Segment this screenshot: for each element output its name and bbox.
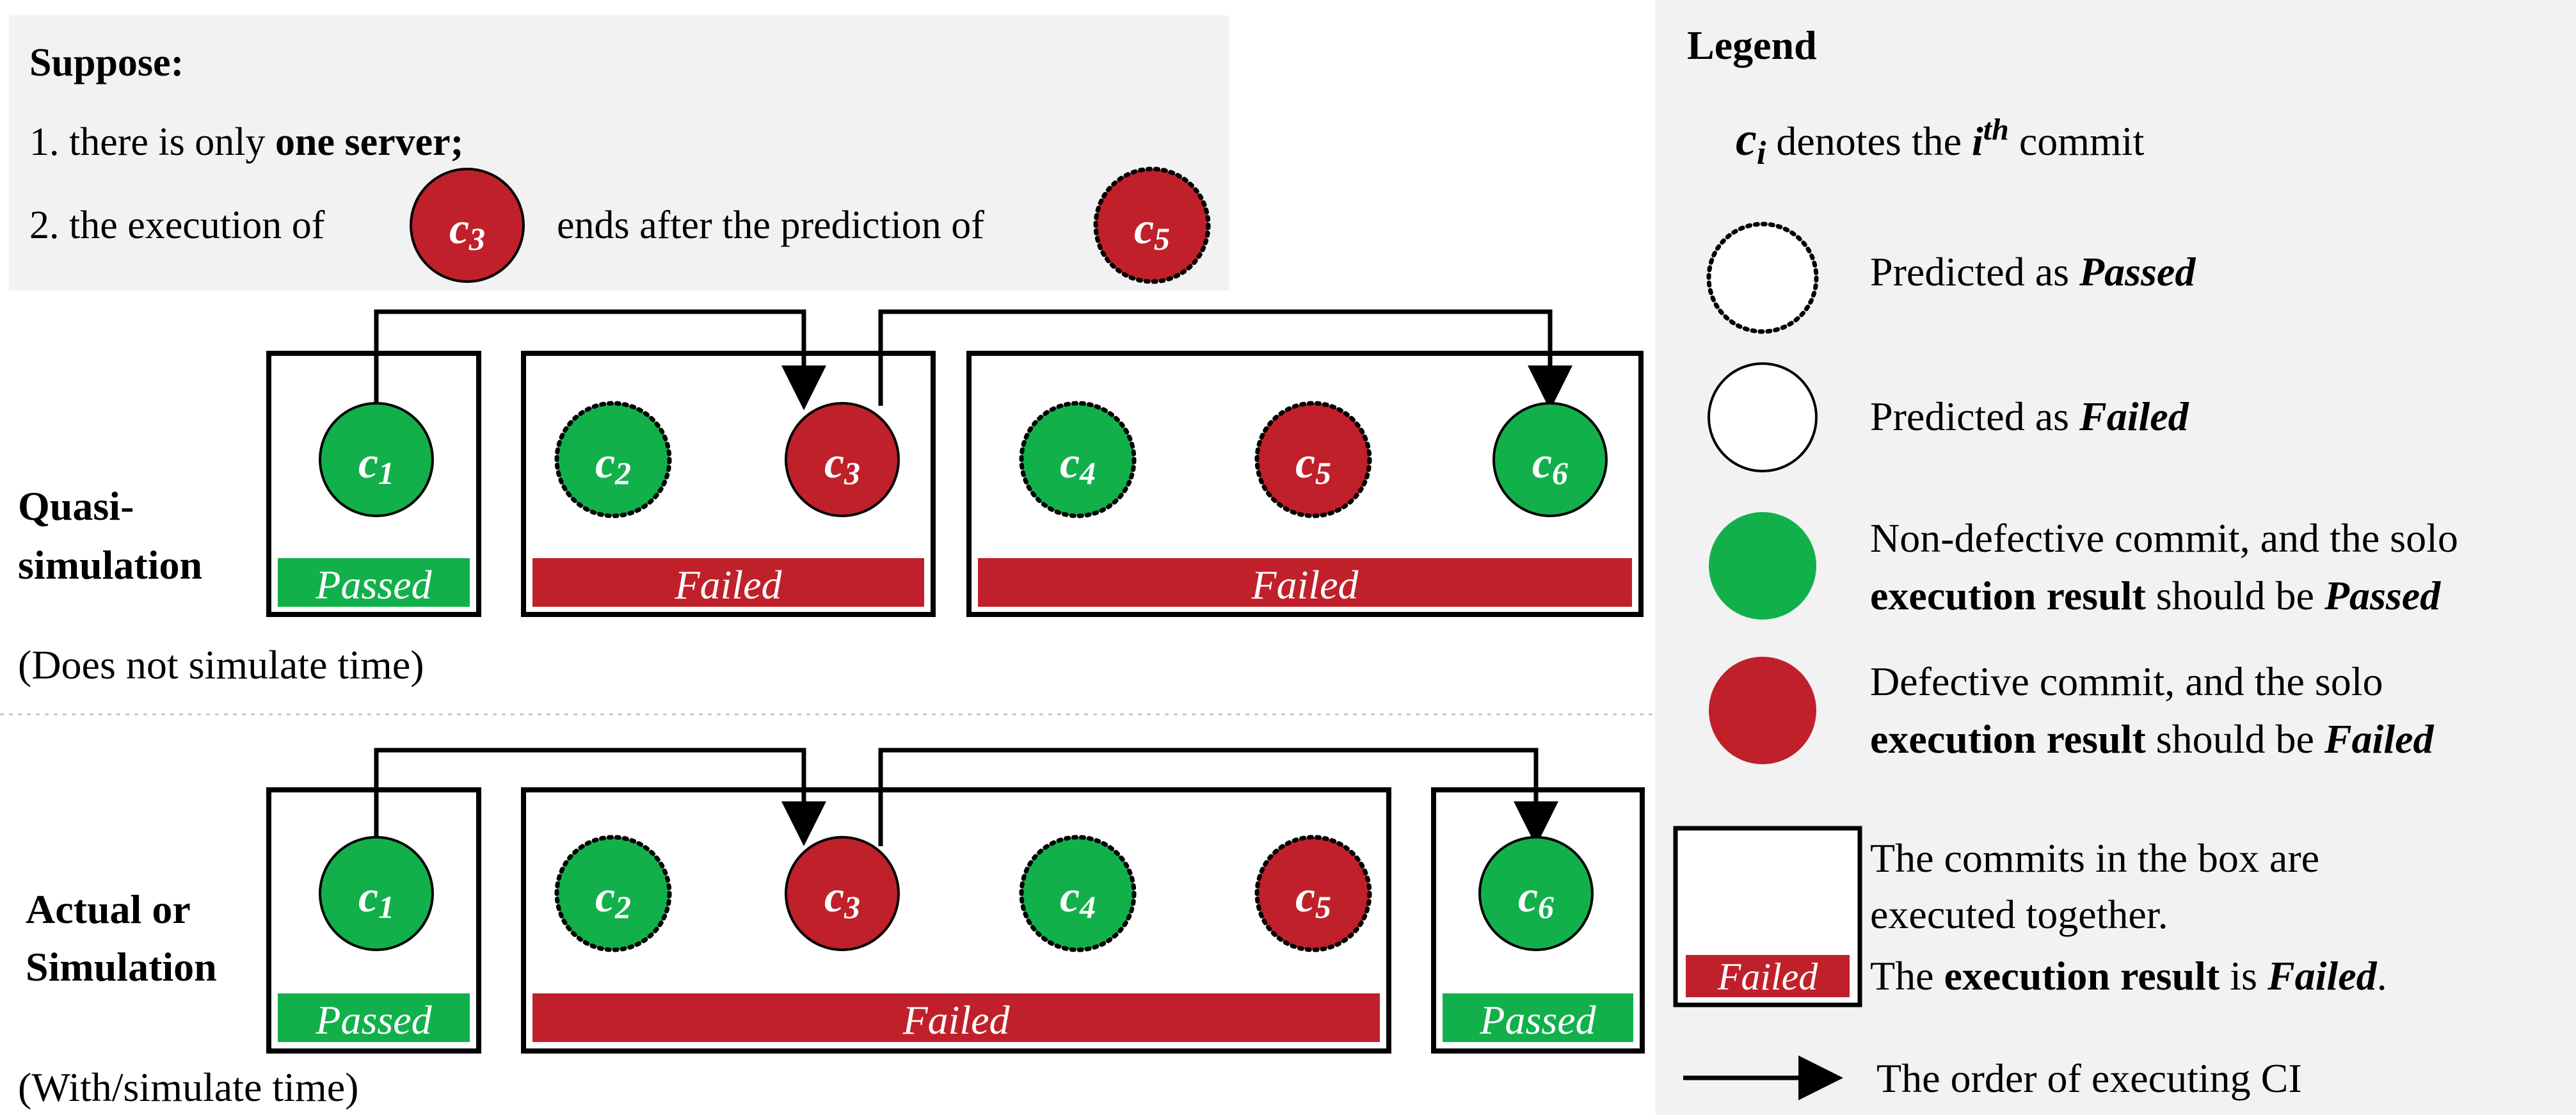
quasi-box-1-result-bar <box>278 558 470 607</box>
actual-commit-c6: c6 <box>1478 836 1594 951</box>
suppose-c3-label: c3 <box>449 204 485 257</box>
quasi-arrow-c1-to-c3 <box>374 309 826 410</box>
actual-arrow-c3-to-c6 <box>878 748 1558 846</box>
legend-defective-line-2: execution result should be Failed <box>1870 716 2435 762</box>
quasi-simulation-row: Quasi- simulation (Does not simulate tim… <box>18 309 1644 687</box>
legend-title: Legend <box>1687 22 1817 68</box>
suppose-c5-circle <box>1093 166 1211 284</box>
actual-c4-label: c4 <box>1060 872 1096 925</box>
suppose-background <box>9 15 1229 291</box>
quasi-box-2 <box>521 351 936 617</box>
suppose-title: Suppose: <box>29 41 184 84</box>
quasi-sublabel: (Does not simulate time) <box>18 642 424 687</box>
quasi-c6-label: c6 <box>1532 438 1568 491</box>
legend-box-sample-label: Failed <box>1717 956 1819 998</box>
actual-box-1-result-bar <box>278 993 470 1042</box>
actual-box-2-result-bar <box>532 993 1380 1042</box>
legend-predicted-failed-text: Predicted as Failed <box>1870 394 2189 439</box>
legend-non-defective-line-2: execution result should be Passed <box>1870 573 2441 618</box>
legend-arrow-text: The order of executing CI <box>1876 1055 2302 1101</box>
quasi-commit-c3: c3 <box>785 402 900 517</box>
quasi-commit-c5: c5 <box>1254 401 1372 518</box>
quasi-box-2-result-bar <box>532 558 924 607</box>
suppose-c3-circle <box>410 168 525 283</box>
quasi-label-line-1: Quasi- <box>18 483 134 529</box>
legend-non-defective-icon <box>1709 512 1816 620</box>
actual-arrow-c1-to-c3 <box>374 748 826 846</box>
quasi-c4-label: c4 <box>1060 438 1096 491</box>
legend-predicted-failed-icon <box>1708 362 1818 472</box>
legend-defective-line-1: Defective commit, and the solo <box>1870 659 2383 704</box>
actual-commit-c2: c2 <box>554 835 672 952</box>
quasi-c5-label: c5 <box>1295 438 1331 491</box>
legend-commit-definition: ci denotes the ith commit <box>1736 113 2145 172</box>
quasi-commit-c2: c2 <box>554 401 672 518</box>
quasi-box-3-result-label: Failed <box>1251 562 1359 607</box>
actual-commit-c1: c1 <box>319 836 434 951</box>
suppose-commit-c5: c5 <box>1093 166 1211 284</box>
quasi-box-1 <box>266 351 481 617</box>
quasi-arrow-c3-to-c6 <box>878 309 1572 410</box>
legend-panel: Legend ci denotes the ith commit Predict… <box>1655 0 2576 1115</box>
quasi-commit-c6: c6 <box>1492 402 1608 517</box>
suppose-line-2-middle: ends after the prediction of <box>557 204 984 247</box>
actual-label-line-2: Simulation <box>26 944 217 990</box>
actual-simulation-row: Actual or Simulation (With/simulate time… <box>18 748 1645 1110</box>
suppose-c5-label: c5 <box>1134 204 1170 257</box>
legend-non-defective-line-1: Non-defective commit, and the solo <box>1870 515 2458 561</box>
actual-c6-label: c6 <box>1518 872 1554 925</box>
actual-commit-c3: c3 <box>785 836 900 951</box>
actual-commit-c5: c5 <box>1254 835 1372 952</box>
legend-box-line-3: The execution result is Failed. <box>1870 953 2387 999</box>
actual-box-1 <box>266 787 481 1054</box>
actual-c5-label: c5 <box>1295 872 1331 925</box>
quasi-c2-label: c2 <box>595 438 631 491</box>
actual-box-1-result-label: Passed <box>315 997 432 1043</box>
actual-c2-label: c2 <box>595 872 631 925</box>
quasi-box-2-result-label: Failed <box>674 562 782 607</box>
legend-box-line-2: executed together. <box>1870 892 2168 937</box>
legend-predicted-passed-icon <box>1706 221 1819 334</box>
actual-box-3-result-label: Passed <box>1479 997 1596 1043</box>
quasi-c1-label: c1 <box>358 438 394 491</box>
suppose-line-1: 1. there is only one server; <box>29 120 463 164</box>
quasi-box-1-result-label: Passed <box>315 562 432 607</box>
quasi-box-3-result-bar <box>978 558 1632 607</box>
actual-box-3-result-bar <box>1443 993 1633 1042</box>
actual-commit-c4: c4 <box>1019 835 1137 952</box>
actual-box-2 <box>521 787 1391 1054</box>
quasi-commit-c4: c4 <box>1019 401 1137 518</box>
legend-predicted-passed-text: Predicted as Passed <box>1870 249 2196 294</box>
quasi-commit-c1: c1 <box>319 402 434 517</box>
actual-box-2-result-label: Failed <box>902 997 1010 1043</box>
actual-label-line-1: Actual or <box>26 886 191 932</box>
suppose-line-2-prefix: 2. the execution of <box>29 204 325 247</box>
actual-sublabel: (With/simulate time) <box>18 1064 358 1110</box>
quasi-label-line-2: simulation <box>18 542 202 588</box>
quasi-c3-label: c3 <box>824 438 860 491</box>
legend-box-sample-result-bar <box>1686 955 1850 997</box>
legend-box-line-1: The commits in the box are <box>1870 835 2319 881</box>
quasi-box-3 <box>966 351 1644 617</box>
suppose-panel: Suppose: 1. there is only one server; 2.… <box>9 15 1229 291</box>
legend-defective-icon <box>1709 657 1816 764</box>
actual-c1-label: c1 <box>358 872 394 925</box>
suppose-commit-c3: c3 <box>410 168 525 283</box>
actual-c3-label: c3 <box>824 872 860 925</box>
